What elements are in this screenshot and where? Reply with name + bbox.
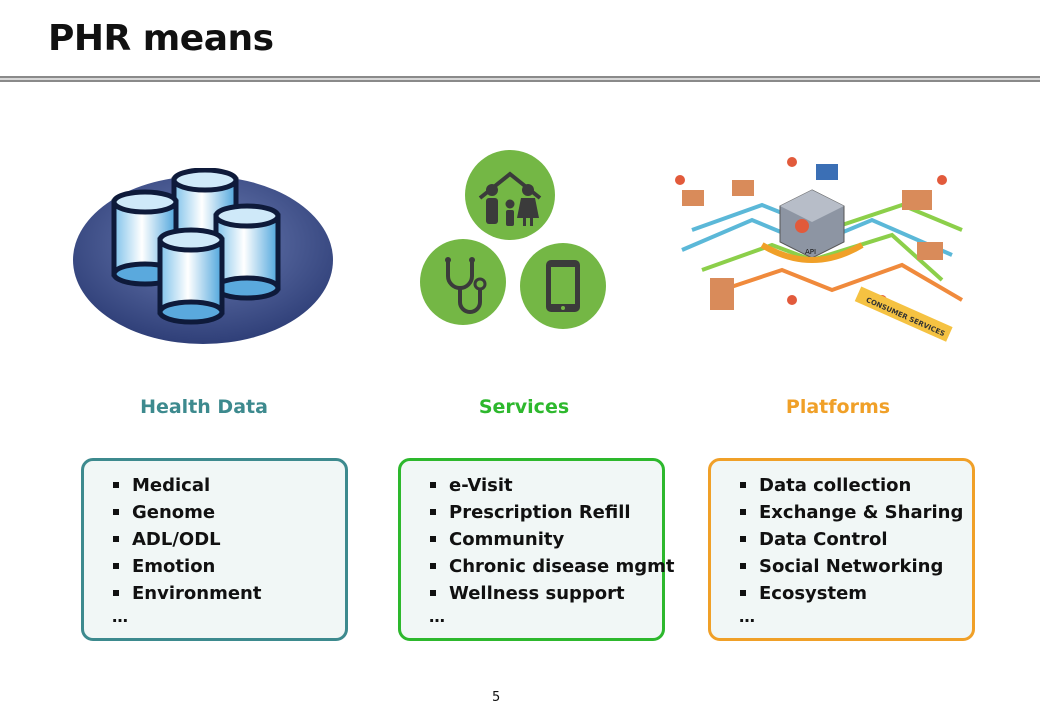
api-label: API	[805, 248, 816, 256]
slide-title: PHR means	[48, 18, 274, 59]
more-ellipsis: …	[429, 607, 445, 626]
bullet-icon	[113, 482, 119, 488]
bullet-icon	[430, 563, 436, 569]
bullet-icon	[740, 590, 746, 596]
stethoscope-icon	[420, 239, 506, 325]
heading-platforms: Platforms	[785, 396, 891, 418]
bullet-icon	[430, 590, 436, 596]
list-item: Environment	[112, 580, 345, 607]
bullet-icon	[740, 509, 746, 515]
platform-ecosystem-illustration: API CONSUMER SERVICES	[675, 157, 964, 342]
list-item: Medical	[112, 472, 345, 499]
bullet-icon	[430, 536, 436, 542]
page-number: 5	[492, 690, 501, 705]
list-item: Ecosystem	[739, 580, 972, 607]
bullet-icon	[113, 509, 119, 515]
bullet-icon	[740, 563, 746, 569]
list-item: Social Networking	[739, 553, 972, 580]
list-item: Community	[429, 526, 662, 553]
list-item: Prescription Refill	[429, 499, 662, 526]
list-item: Data Control	[739, 526, 972, 553]
health-data-card: Medical Genome ADL/ODL Emotion Environme…	[81, 458, 348, 641]
services-list: e-Visit Prescription Refill Community Ch…	[401, 461, 675, 607]
tablet-icon	[520, 243, 606, 329]
list-item: e-Visit	[429, 472, 662, 499]
database-cylinders-illustration	[73, 168, 333, 344]
title-divider	[0, 76, 1040, 82]
services-card: e-Visit Prescription Refill Community Ch…	[398, 458, 675, 641]
more-ellipsis: …	[112, 607, 128, 626]
bullet-icon	[430, 482, 436, 488]
consumer-services-label: CONSUMER SERVICES	[865, 296, 946, 338]
bullet-icon	[113, 590, 119, 596]
list-item: ADL/ODL	[112, 526, 345, 553]
bullet-icon	[740, 482, 746, 488]
list-item: Wellness support	[429, 580, 662, 607]
health-data-list: Medical Genome ADL/ODL Emotion Environme…	[84, 461, 345, 607]
services-illustration	[420, 150, 606, 329]
more-ellipsis: …	[739, 607, 755, 626]
platforms-list: Data collection Exchange & Sharing Data …	[711, 461, 972, 607]
list-item: Chronic disease mgmt	[429, 553, 675, 580]
list-item: Data collection	[739, 472, 972, 499]
platforms-card: Data collection Exchange & Sharing Data …	[708, 458, 975, 641]
bullet-icon	[113, 563, 119, 569]
bullet-icon	[113, 536, 119, 542]
list-item: Exchange & Sharing	[739, 499, 972, 526]
list-item: Genome	[112, 499, 345, 526]
database-cylinder	[157, 227, 225, 325]
bullet-icon	[430, 509, 436, 515]
list-item: Emotion	[112, 553, 345, 580]
bullet-icon	[740, 536, 746, 542]
heading-services: Services	[478, 396, 570, 418]
family-icon	[465, 150, 555, 240]
database-cylinder	[213, 203, 281, 301]
heading-health-data: Health Data	[140, 396, 268, 418]
